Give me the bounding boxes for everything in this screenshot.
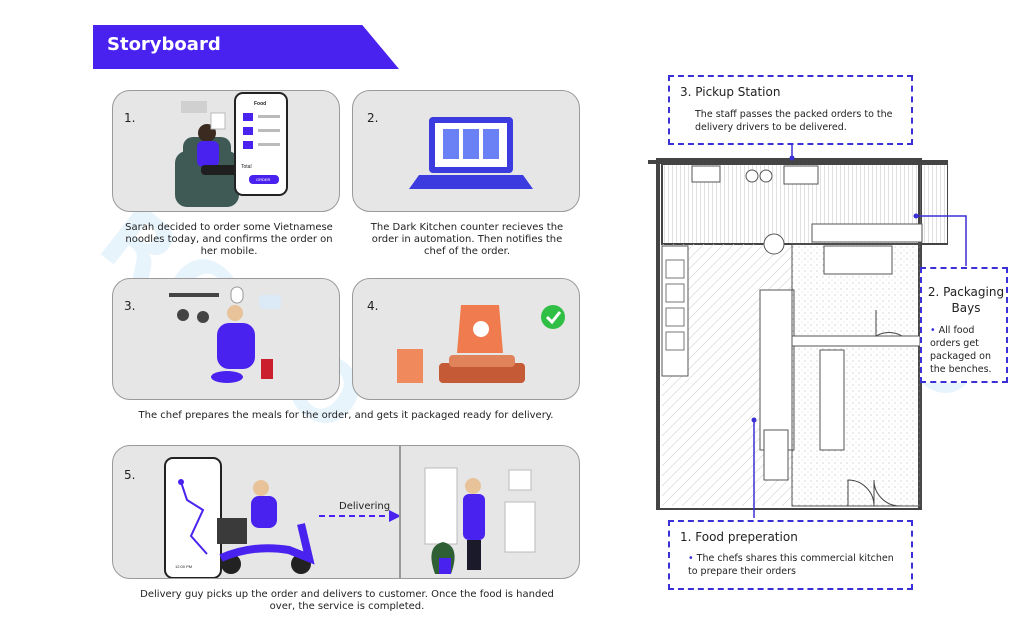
panel-1-caption: Sarah decided to order some Vietnamese n…: [125, 222, 333, 257]
phone-order-button[interactable]: ORDER: [256, 177, 271, 182]
packaging-bays-callout: [920, 267, 1008, 383]
pickup-station-title: 3. Pickup Station: [680, 85, 781, 99]
callout-connectors: [751, 144, 967, 518]
panel-number: 5.: [124, 468, 136, 482]
phone-icon: [234, 92, 288, 196]
food-preparation-callout: [668, 520, 913, 590]
title-banner: [93, 25, 399, 69]
food-preparation-text: • The chefs shares this commercial kitch…: [688, 552, 903, 578]
food-preparation-title: 1. Food preperation: [680, 530, 798, 544]
packaged-food-illustration: [397, 305, 565, 383]
food-preparation-desc: The chefs shares this commercial kitchen…: [688, 553, 894, 577]
laptop-icon: [409, 117, 533, 189]
panel-number: 1.: [124, 111, 136, 125]
panel-number: 4.: [367, 299, 379, 313]
panel-1: 1. Food Total ORDER: [112, 90, 340, 212]
chef-icon: [169, 286, 281, 383]
pickup-station-callout: [668, 75, 913, 145]
panel-5: 5. Delivering 12:00 PM: [112, 445, 580, 579]
packaging-bays-text: • All food orders get packaged on the be…: [930, 324, 1002, 376]
delivery-arrow-icon: [389, 510, 401, 522]
order-scene-illustration: [175, 92, 288, 207]
panel-2: 2.: [352, 90, 580, 212]
bullet-icon: •: [688, 553, 694, 564]
page-title: Storyboard: [107, 34, 221, 55]
delivering-label: Delivering: [339, 501, 391, 512]
pickup-station-text: The staff passes the packed orders to th…: [695, 109, 893, 133]
packaging-bays-title: 2. Packaging Bays: [927, 285, 1005, 315]
phone-time: 12:00 PM: [175, 564, 193, 569]
phone-icon: [164, 457, 222, 578]
delivery-scene-illustration: [164, 446, 536, 578]
scooter-icon: [217, 480, 315, 574]
checkmark-icon: [541, 305, 565, 329]
phone-total: Total: [241, 164, 252, 170]
panel-4: 4.: [352, 278, 580, 400]
bullet-icon: •: [930, 325, 936, 336]
panel-2-caption: The Dark Kitchen counter recieves the or…: [370, 222, 564, 257]
phone-title: Food: [254, 101, 267, 107]
shared-caption: The chef prepares the meals for the orde…: [138, 410, 554, 421]
panel-5-caption: Delivery guy picks up the order and deli…: [140, 589, 554, 612]
panel-number: 3.: [124, 299, 136, 313]
panel-number: 2.: [367, 111, 379, 125]
panel-3: 3.: [112, 278, 340, 400]
packaging-bays-desc: All food orders get packaged on the benc…: [930, 325, 992, 375]
kitchen-floor-plan: [648, 158, 948, 510]
